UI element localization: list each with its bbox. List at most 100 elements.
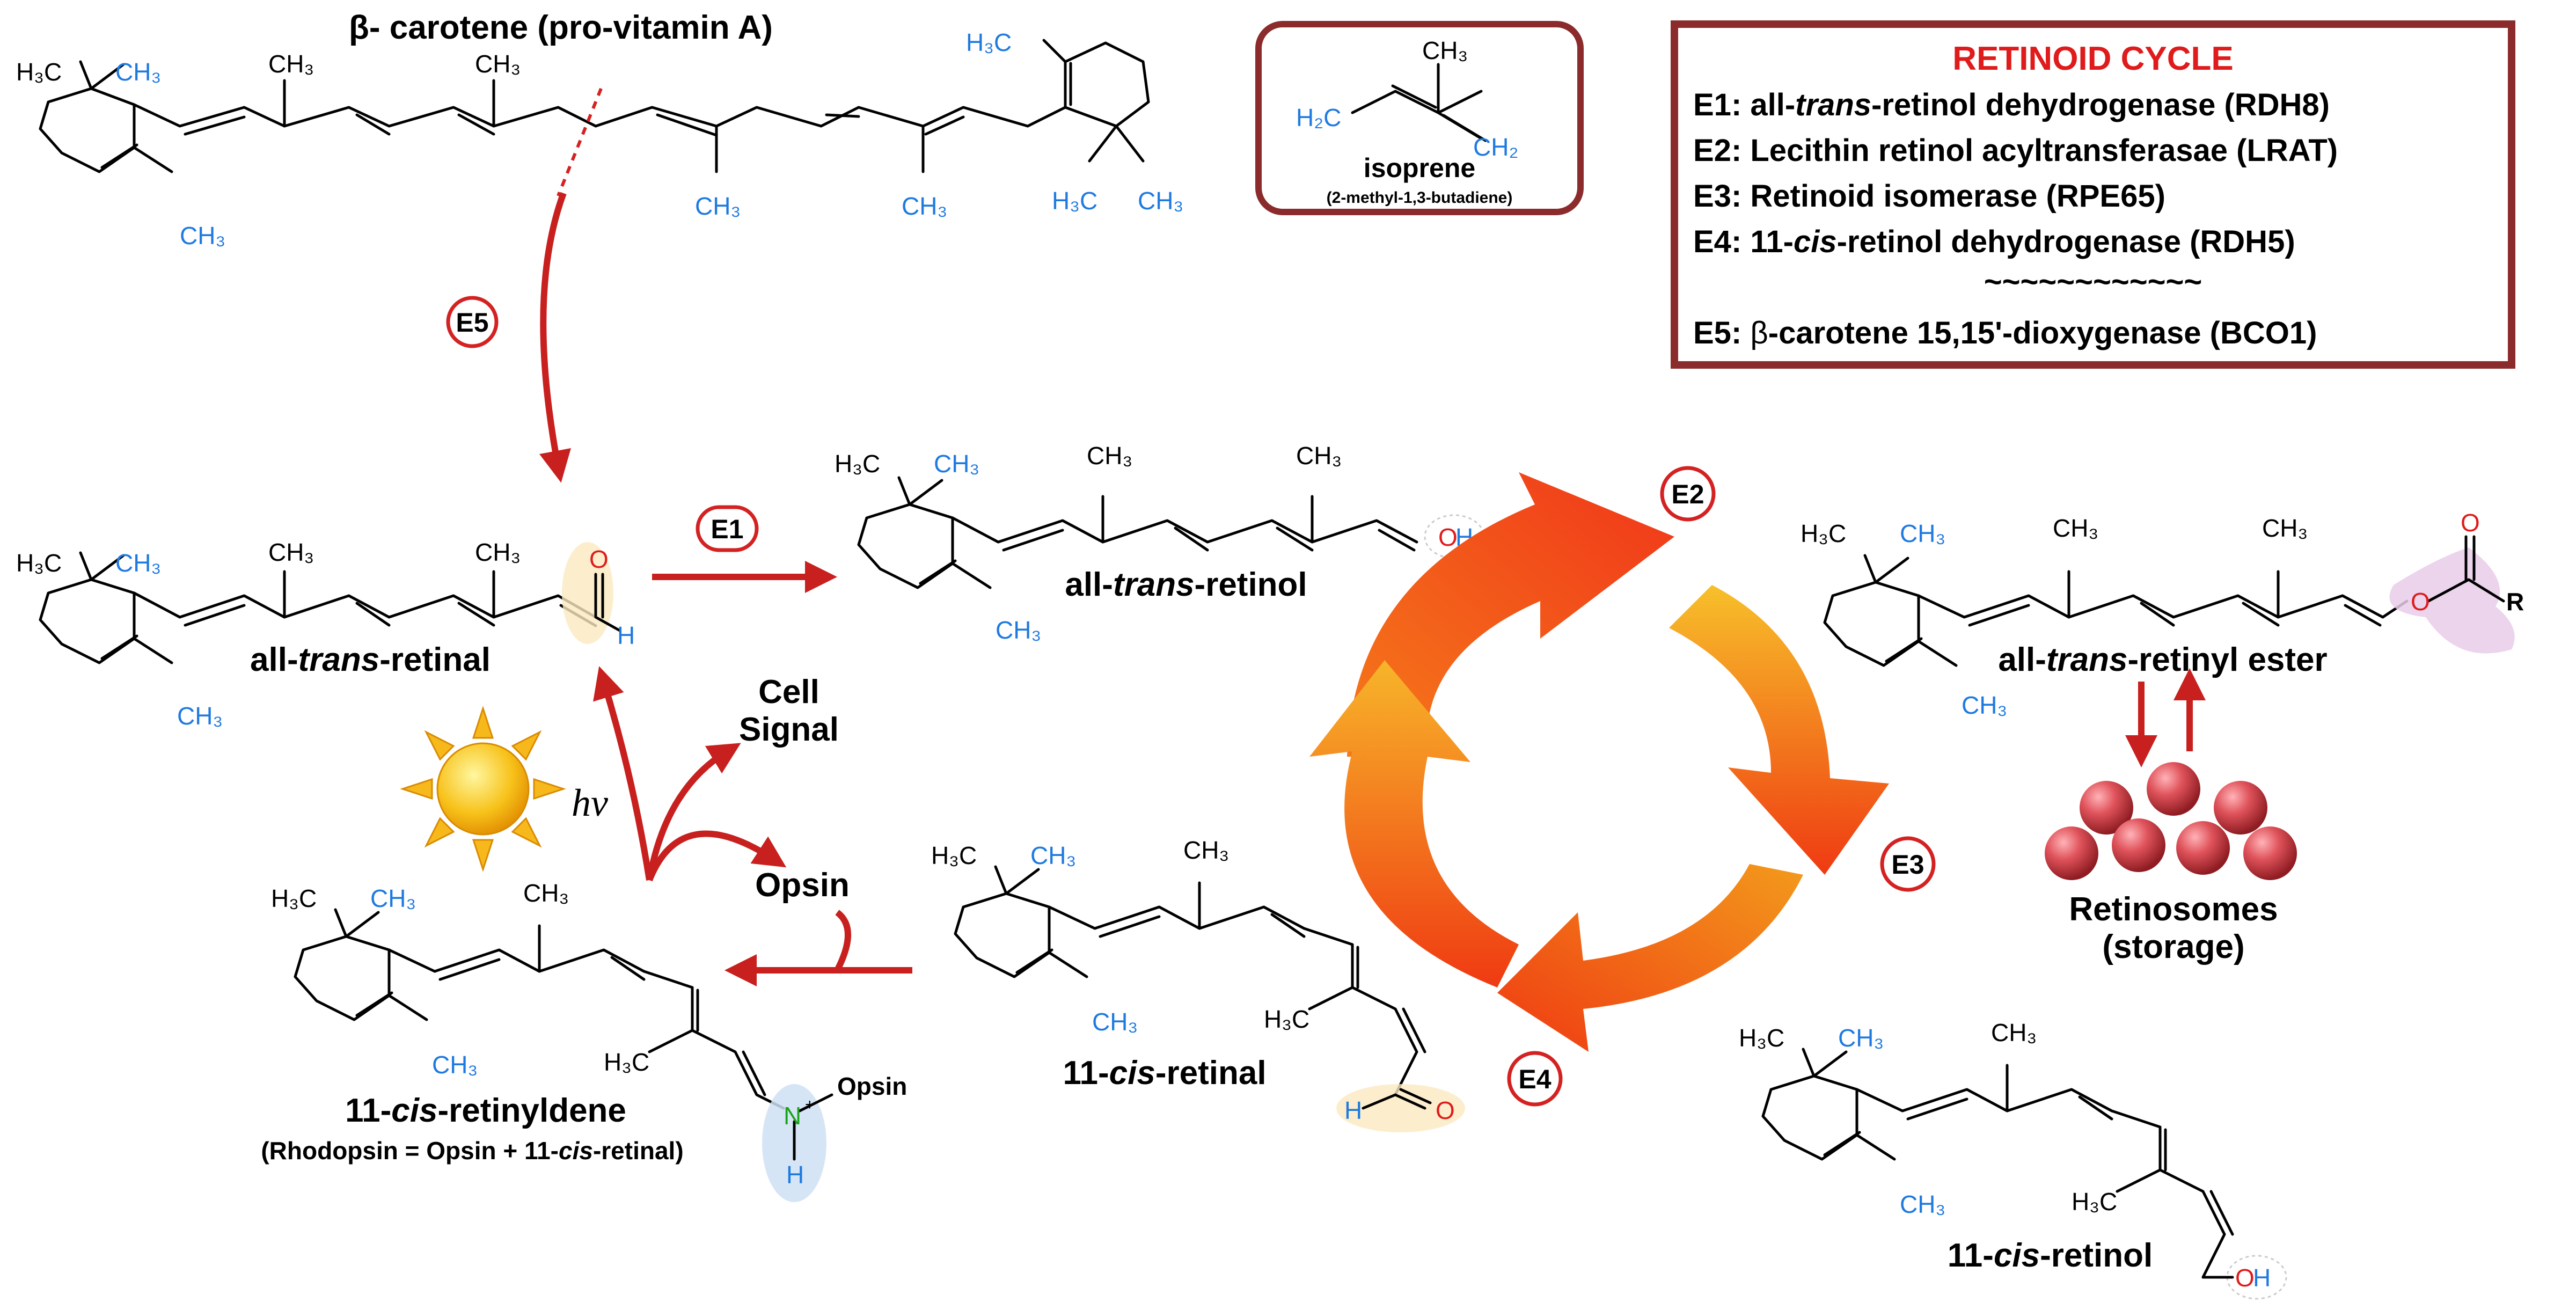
svg-text:CH₃: CH₃ xyxy=(1900,1190,1945,1218)
svg-text:H: H xyxy=(617,621,635,649)
cycle-arrows-icon xyxy=(1309,472,1889,1052)
beta-carotene-label: β- carotene (pro-vitamin A) xyxy=(349,9,773,46)
cell-label: Cell xyxy=(758,674,819,711)
rhodopsin-label: (Rhodopsin = Opsin + 11-cis-retinal) xyxy=(261,1137,683,1165)
svg-text:E4: 11-cis-retinol dehydrogena: E4: 11-cis-retinol dehydrogenase (RDH5) xyxy=(1693,224,2295,259)
cleavage-line xyxy=(557,87,603,197)
11-cis-retinal-label: 11-cis-retinal xyxy=(1063,1055,1266,1092)
e5-arrow xyxy=(539,192,571,483)
svg-text:E5: β-carotene 15,15'-dioxygen: E5: β-carotene 15,15'-dioxygenase (BCO1) xyxy=(1693,316,2317,350)
enzyme-e1-badge: E1 xyxy=(696,505,759,552)
svg-text:CH₃: CH₃ xyxy=(1296,442,1342,470)
sun-icon xyxy=(400,706,566,872)
svg-text:H₃C: H₃C xyxy=(1264,1005,1309,1033)
svg-text:CH₃: CH₃ xyxy=(934,450,979,478)
svg-text:CH₃: CH₃ xyxy=(1900,519,1945,547)
svg-text:CH₃: CH₃ xyxy=(1138,187,1183,215)
enzyme-e3-badge: E3 xyxy=(1880,836,1936,892)
svg-text:H₃C: H₃C xyxy=(16,58,62,86)
isoprene-box: H₂C CH₃ CH₂ isoprene (2-methyl-1,3-butad… xyxy=(1255,21,1584,215)
svg-text:O: O xyxy=(1436,1096,1455,1124)
svg-text:CH₃: CH₃ xyxy=(1030,841,1076,869)
svg-text:H: H xyxy=(2253,1264,2271,1292)
svg-text:(2-methyl-1,3-butadiene): (2-methyl-1,3-butadiene) xyxy=(1327,189,1513,207)
svg-text:CH₃: CH₃ xyxy=(475,538,521,566)
storage-label: (storage) xyxy=(2102,928,2244,965)
svg-text:+: + xyxy=(805,1096,815,1114)
svg-text:CH₃: CH₃ xyxy=(1962,691,2007,719)
svg-text:E2: E2 xyxy=(1671,479,1704,509)
svg-text:CH₃: CH₃ xyxy=(1092,1008,1138,1036)
hv-label: hν xyxy=(572,781,608,824)
svg-text:H₃C: H₃C xyxy=(16,549,62,577)
all-trans-retinal-label: all-trans-retinal xyxy=(250,641,491,678)
svg-text:H₃C: H₃C xyxy=(271,884,317,912)
svg-text:CH₃: CH₃ xyxy=(1422,36,1468,64)
svg-text:CH₃: CH₃ xyxy=(432,1051,478,1079)
retinoid-cycle-legend: RETINOID CYCLE E1: all-trans-retinol deh… xyxy=(1671,20,2515,369)
svg-text:~~~~~~~~~~~~: ~~~~~~~~~~~~ xyxy=(1984,265,2202,299)
svg-text:CH₃: CH₃ xyxy=(1183,836,1229,864)
cell-signal-arrow xyxy=(646,743,741,881)
svg-text:E3: Retinoid isomerase (RPE65): E3: Retinoid isomerase (RPE65) xyxy=(1693,179,2165,214)
enzyme-e2-badge: E2 xyxy=(1660,466,1716,522)
svg-text:CH₃: CH₃ xyxy=(695,192,741,220)
svg-text:CH₃: CH₃ xyxy=(475,50,521,78)
all-trans-retinyl-ester-structure: O O R H₃C CH₃ CH₃ CH₃ CH₃ all-trans-reti… xyxy=(1801,509,2524,719)
svg-text:O: O xyxy=(2461,509,2480,537)
svg-text:O: O xyxy=(2235,1264,2255,1292)
svg-text:CH₃: CH₃ xyxy=(115,549,161,577)
svg-text:CH₃: CH₃ xyxy=(523,879,569,907)
svg-text:CH₃: CH₃ xyxy=(1838,1024,1884,1052)
svg-text:E1: all-trans-retinol dehydrog: E1: all-trans-retinol dehydrogenase (RDH… xyxy=(1693,87,2330,122)
11-cis-retinal-structure: O H H₃C CH₃ CH₃ CH₃ H₃C 11-cis-retinal xyxy=(931,836,1465,1132)
svg-text:CH₃: CH₃ xyxy=(2262,514,2308,542)
svg-text:H₃C: H₃C xyxy=(966,28,1012,56)
svg-text:R: R xyxy=(2506,588,2524,616)
all-trans-retinyl-ester-label: all-trans-retinyl ester xyxy=(1998,641,2327,678)
photoisomerization-arrow xyxy=(593,666,653,881)
svg-text:CH₃: CH₃ xyxy=(268,538,314,566)
opsin-label: Opsin xyxy=(755,867,850,904)
11-cis-retinyldene-label: 11-cis-retinyldene xyxy=(345,1092,626,1129)
svg-text:H₂C: H₂C xyxy=(1296,104,1341,131)
svg-text:CH₃: CH₃ xyxy=(115,58,161,86)
svg-text:CH₃: CH₃ xyxy=(1087,442,1132,470)
svg-text:H₃C: H₃C xyxy=(1052,187,1097,215)
svg-text:CH₃: CH₃ xyxy=(370,884,416,912)
all-trans-retinal-structure: O H H₃C CH₃ CH₃ CH₃ CH₃ all-trans-retina… xyxy=(16,538,635,730)
svg-text:O: O xyxy=(1438,523,1458,551)
svg-text:H: H xyxy=(786,1161,804,1189)
svg-text:E4: E4 xyxy=(1518,1064,1551,1094)
all-trans-retinol-structure: O H H₃C CH₃ CH₃ CH₃ CH₃ all-trans-retino… xyxy=(835,442,1485,644)
svg-text:E2: Lecithin retinol acyltrans: E2: Lecithin retinol acyltransferasae (L… xyxy=(1693,133,2338,168)
enzyme-e5-badge: E5 xyxy=(446,296,499,348)
opsin-join-arrow xyxy=(834,910,851,972)
svg-text:O: O xyxy=(589,545,609,573)
svg-text:E3: E3 xyxy=(1891,850,1924,880)
svg-text:CH₃: CH₃ xyxy=(177,702,223,730)
svg-text:N: N xyxy=(784,1102,801,1130)
svg-text:H₃C: H₃C xyxy=(604,1048,649,1076)
all-trans-retinol-label: all-trans-retinol xyxy=(1065,566,1307,603)
svg-text:RETINOID CYCLE: RETINOID CYCLE xyxy=(1952,40,2234,77)
svg-text:H: H xyxy=(1344,1096,1362,1124)
11-cis-retinol-structure: O H H₃C CH₃ CH₃ CH₃ H₃C 11-cis-retinol xyxy=(1739,1019,2287,1300)
svg-text:isoprene: isoprene xyxy=(1364,153,1475,183)
retinosomes-label: Retinosomes xyxy=(2069,891,2278,928)
retinosome-spheres-icon xyxy=(2045,762,2297,880)
svg-text:H₃C: H₃C xyxy=(1801,519,1846,547)
svg-text:E1: E1 xyxy=(711,514,743,544)
svg-text:CH₃: CH₃ xyxy=(2053,514,2098,542)
svg-text:CH₃: CH₃ xyxy=(996,616,1041,644)
svg-text:CH₂: CH₂ xyxy=(1473,133,1518,161)
svg-text:Opsin: Opsin xyxy=(837,1072,907,1100)
svg-text:CH₃: CH₃ xyxy=(180,222,225,250)
beta-carotene-structure: β- carotene (pro-vitamin A) H₃C CH₃ CH₃ … xyxy=(16,9,1183,250)
svg-text:E5: E5 xyxy=(456,308,488,338)
11-cis-retinol-label: 11-cis-retinol xyxy=(1948,1237,2153,1274)
svg-text:H₃C: H₃C xyxy=(1739,1024,1784,1052)
signal-label: Signal xyxy=(739,711,839,748)
